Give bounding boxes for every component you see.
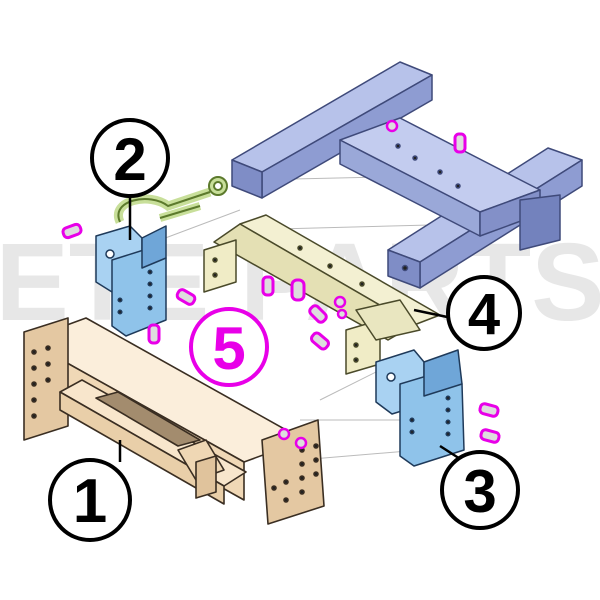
svg-text:2: 2 [113,126,146,193]
tow-shackle [114,176,228,224]
bolt-icon [453,132,467,154]
vehicle-frame [231,61,583,289]
bolt-icon [310,331,330,351]
crossbar-part-4 [203,214,441,375]
svg-text:1: 1 [73,467,107,536]
callout-4: 4 [446,275,522,351]
bolt-icon [61,222,83,240]
svg-text:5: 5 [212,315,245,382]
bolt-icon [333,295,347,309]
callout-5: 5 [189,307,269,387]
bolt-icon [478,402,500,418]
bolt-icon [290,278,306,302]
bolt-icon [479,428,501,444]
bracket-part-3 [375,349,465,467]
bolt-icon [175,288,197,306]
svg-text:3: 3 [463,458,496,525]
bolt-icon [261,275,275,297]
callout-1: 1 [48,458,132,542]
bolt-icon [294,436,308,450]
bolt-icon [336,308,348,320]
bolt-icon [308,304,328,324]
bolt-icon [385,119,399,133]
bracket-part-2 [95,225,167,337]
callout-3: 3 [440,450,520,530]
svg-text:4: 4 [468,282,500,347]
bolt-icon [147,323,161,345]
callout-2: 2 [90,118,170,198]
bolt-icon [277,427,291,441]
hardware-bolts [61,119,501,450]
